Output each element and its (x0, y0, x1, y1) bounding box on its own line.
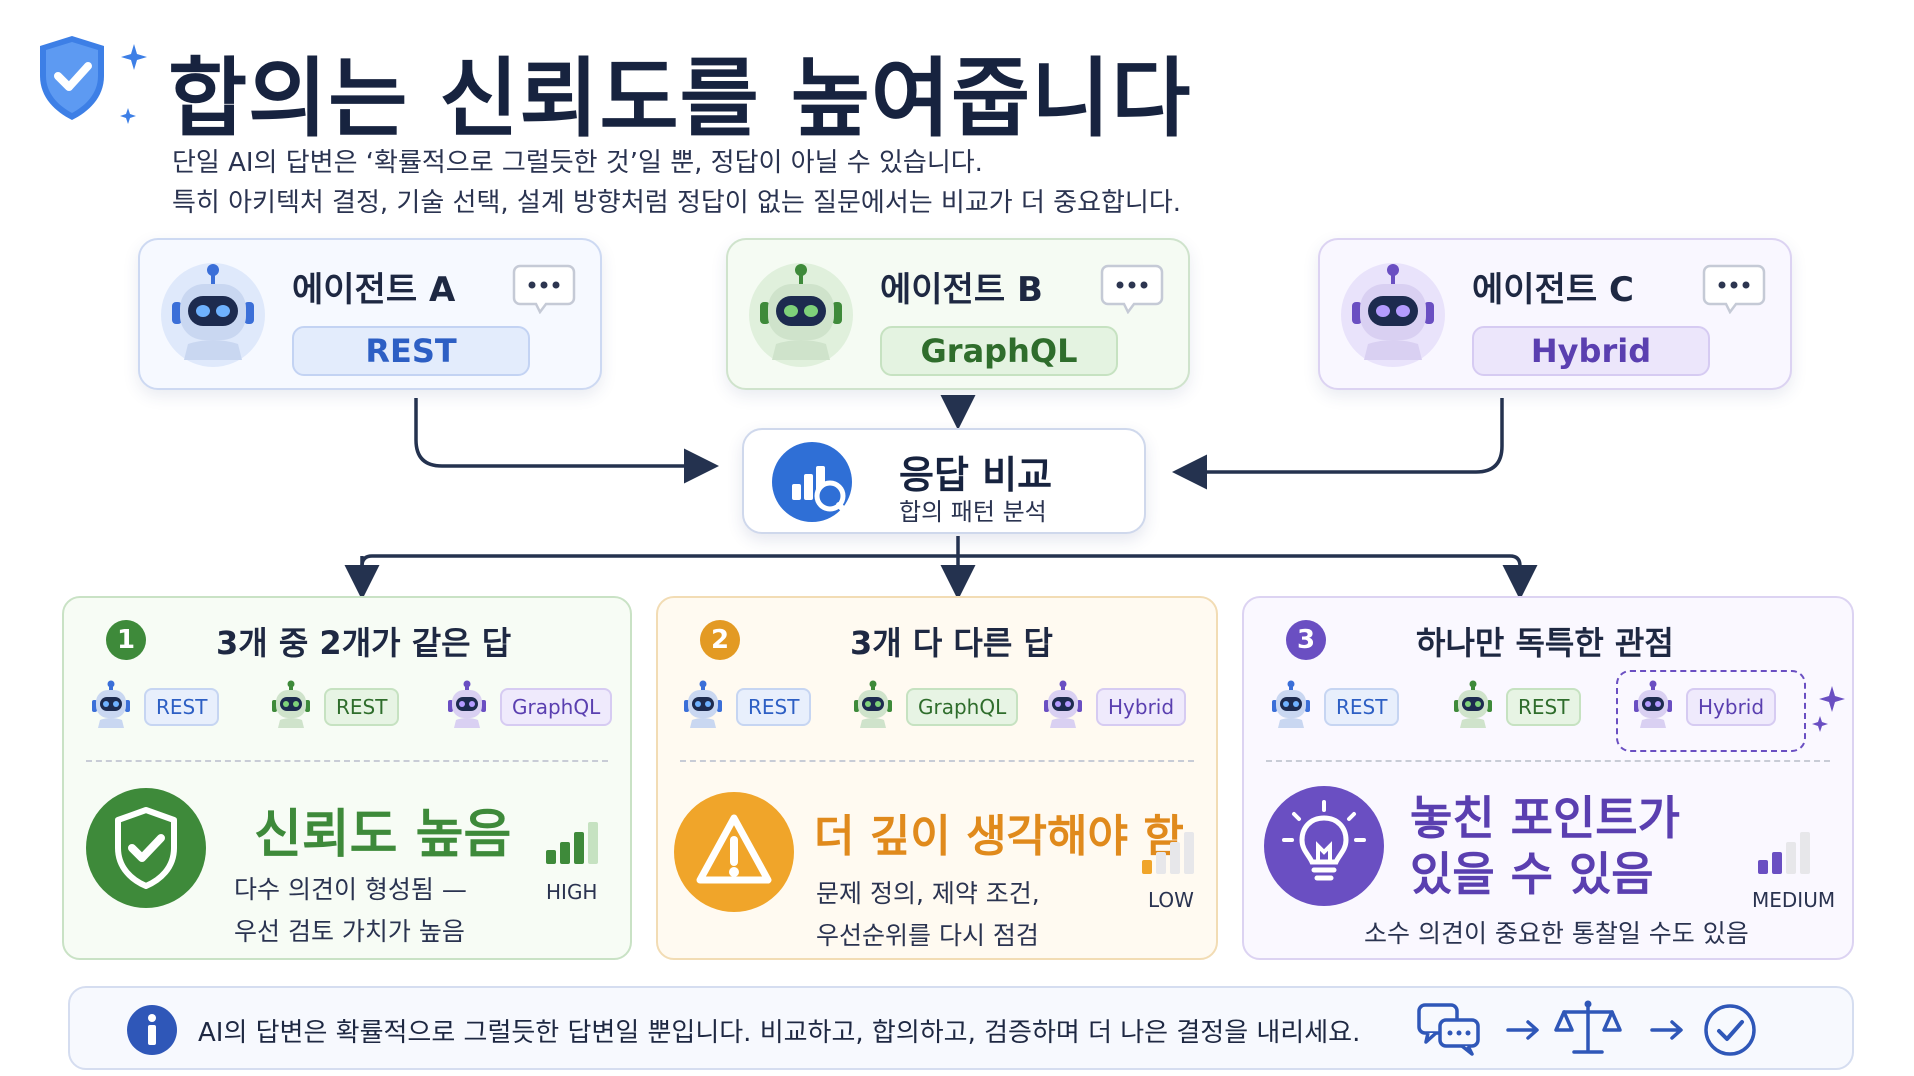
panel-desc-line-1: 다수 의견이 형성됨 — (234, 875, 467, 904)
panel-desc-line-1: 문제 정의, 제약 조건, (816, 879, 1040, 908)
robot-icon (1044, 680, 1082, 728)
check-circle-icon (1704, 1004, 1756, 1056)
panel-unique-view: 3 하나만 독특한 관점 REST REST Hybrid 놓친 포인트가 있을… (1242, 596, 1854, 960)
chat-bubble-icon (512, 264, 576, 314)
compare-subtitle: 합의 패턴 분석 (899, 498, 1047, 526)
chat-bubble-icon (1100, 264, 1164, 314)
confidence-level: MEDIUM (1752, 888, 1836, 912)
agent-c-name: 에이전트 C (1472, 270, 1634, 310)
panel-desc-line-2: 우선순위를 다시 점검 (816, 921, 1039, 950)
agent-card-c: 에이전트 C Hybrid (1318, 238, 1792, 390)
robot-icon (92, 680, 130, 728)
scale-icon (1554, 1000, 1622, 1054)
signal-bars-icon (1758, 832, 1810, 874)
compare-title: 응답 비교 (899, 453, 1053, 497)
robot-icon (1341, 263, 1445, 367)
mini-answer-chip: GraphQL (500, 688, 613, 726)
footer-note: AI의 답변은 확률적으로 그럴듯한 답변일 뿐입니다. 비교하고, 합의하고,… (68, 986, 1854, 1070)
panel-number-badge: 2 (700, 620, 740, 660)
robot-icon (1272, 680, 1310, 728)
mini-answer-chip: Hybrid (1096, 688, 1187, 726)
sparkle-icon (1812, 686, 1845, 732)
arrow-right-icon (1506, 1020, 1539, 1040)
mini-answer-chip: REST (736, 688, 812, 726)
chat-bubble-icon (1702, 264, 1766, 314)
panel-result-line-1: 놓친 포인트가 (1410, 791, 1680, 845)
agent-card-a: 에이전트 A REST (138, 238, 602, 390)
lightbulb-icon (1264, 786, 1384, 906)
compare-box: 응답 비교 합의 패턴 분석 (742, 428, 1146, 534)
panel-all-different: 2 3개 다 다른 답 REST GraphQL Hybrid 더 깊이 생각해… (656, 596, 1218, 960)
robot-icon (749, 263, 853, 367)
mini-answer-chip: Hybrid (1686, 688, 1777, 726)
agent-b-answer: GraphQL (880, 326, 1118, 376)
subtitle-line-1: 단일 AI의 답변은 ‘확률적으로 그럴듯한 것’일 뿐, 정답이 아닐 수 있… (172, 148, 983, 178)
info-icon (127, 1005, 177, 1055)
mini-answer-chip: REST (144, 688, 220, 726)
confidence-level: LOW (1148, 888, 1194, 912)
subtitle-line-2: 특히 아키텍처 결정, 기술 선택, 설계 방향처럼 정답이 없는 질문에서는 … (172, 188, 1182, 218)
divider (86, 760, 608, 762)
panel-number-badge: 3 (1286, 620, 1326, 660)
page-title: 합의는 신뢰도를 높여줍니다 (168, 49, 1192, 149)
robot-icon (684, 680, 722, 728)
robot-icon (854, 680, 892, 728)
chat-icon (1417, 1003, 1480, 1056)
arrow-right-icon (1650, 1020, 1683, 1040)
robot-icon (448, 680, 486, 728)
panel-result: 더 깊이 생각해야 함 (814, 811, 1184, 862)
mini-answer-chip: REST (324, 688, 400, 726)
panel-title: 하나만 독특한 관점 (1416, 624, 1674, 662)
panel-result: 신뢰도 높음 (254, 805, 512, 865)
robot-icon (272, 680, 310, 728)
robot-icon (1634, 680, 1672, 728)
shield-check-icon (40, 36, 147, 124)
mini-answer-chip: REST (1506, 688, 1582, 726)
highlight-dashed-box (1616, 670, 1806, 752)
panel-title: 3개 중 2개가 같은 답 (216, 624, 512, 662)
signal-bars-icon (546, 822, 598, 864)
signal-bars-icon (1142, 832, 1194, 874)
panel-title: 3개 다 다른 답 (850, 624, 1053, 662)
mini-answer-chip: REST (1324, 688, 1400, 726)
chart-search-icon (772, 442, 853, 522)
panel-desc-line-1: 소수 의견이 중요한 통찰일 수도 있음 (1364, 919, 1749, 948)
warning-icon (674, 792, 794, 912)
agent-card-b: 에이전트 B GraphQL (726, 238, 1190, 390)
panel-result-line-2: 있을 수 있음 (1410, 847, 1654, 901)
panel-desc-line-2: 우선 검토 가치가 높음 (234, 917, 465, 946)
footer-text: AI의 답변은 확률적으로 그럴듯한 답변일 뿐입니다. 비교하고, 합의하고,… (198, 1018, 1361, 1048)
divider (680, 760, 1194, 762)
agent-a-answer: REST (292, 326, 530, 376)
agent-b-name: 에이전트 B (880, 270, 1043, 310)
divider (1266, 760, 1830, 762)
shield-check-icon (86, 788, 206, 908)
robot-icon (161, 263, 265, 367)
robot-icon (1454, 680, 1492, 728)
confidence-level: HIGH (546, 880, 598, 904)
agent-c-answer: Hybrid (1472, 326, 1710, 376)
panel-number-badge: 1 (106, 620, 146, 660)
panel-majority: 1 3개 중 2개가 같은 답 REST REST GraphQL 신뢰도 높음… (62, 596, 632, 960)
mini-answer-chip: GraphQL (906, 688, 1019, 726)
agent-a-name: 에이전트 A (292, 270, 456, 310)
